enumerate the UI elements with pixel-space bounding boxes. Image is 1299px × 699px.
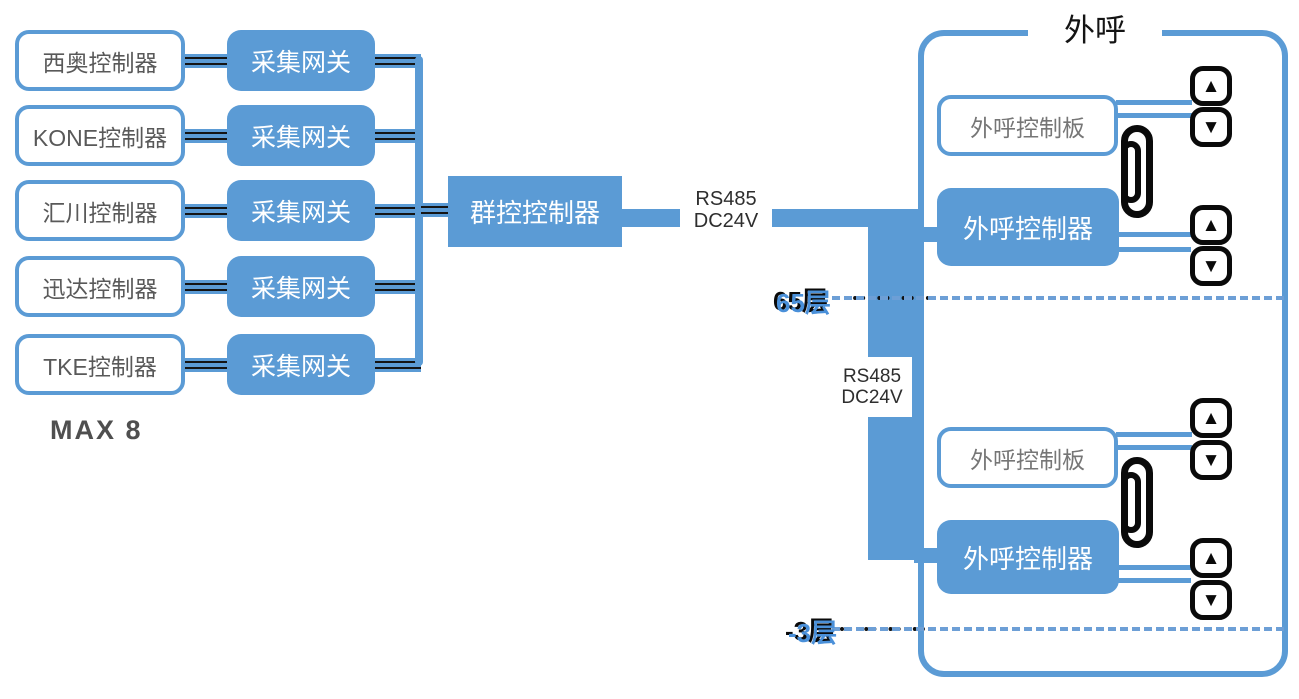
gateway-bus-line [415,56,423,366]
controller-label: 迅达控制器 [42,275,158,302]
wire-line [1116,445,1192,450]
cable [185,129,227,143]
gateway-label: 采集网关 [250,274,351,303]
link-bar [622,209,680,227]
gateway-node: 采集网关 [227,30,375,91]
gateway-label: 采集网关 [250,198,351,227]
cable [375,129,421,143]
down-arrow-button[interactable]: ▼ [1190,246,1232,286]
cable [375,358,421,372]
trunk-stub [914,227,940,242]
controller-label: TKE控制器 [43,353,157,380]
down-arrow-icon: ▼ [1201,116,1221,138]
group-controller-label: 群控控制器 [469,198,600,228]
floor-bottom-label: -3层 [788,618,838,648]
down-arrow-button[interactable]: ▼ [1190,580,1232,620]
up-arrow-icon: ▲ [1201,214,1221,236]
down-arrow-button[interactable]: ▼ [1190,107,1232,147]
cable [185,280,227,294]
wire-line [1117,247,1191,252]
cable [185,54,227,68]
call-board-node: 外呼控制板 [937,427,1118,488]
link-label: RS485 DC24V [680,188,772,232]
trunk-label: RS485 DC24V [832,357,912,417]
call-board-node: 外呼控制板 [937,95,1118,156]
wire-line [1116,432,1192,437]
max-count-label: MAX 8 [50,415,143,445]
cable [375,54,421,68]
gateway-node: 采集网关 [227,334,375,395]
trunk-stub [914,548,940,563]
up-arrow-button[interactable]: ▲ [1190,66,1232,106]
cable [375,280,421,294]
cable-loop-inner [1121,472,1141,533]
wire-line [1117,565,1191,570]
up-arrow-icon: ▲ [1201,407,1221,429]
floor-top-label: 65层 [776,288,831,318]
call-board-label: 外呼控制板 [970,114,1085,141]
link-label-line1: RS485 [695,188,757,210]
controller-label: 汇川控制器 [42,199,158,226]
controller-node: KONE控制器 [15,105,185,166]
controller-label: KONE控制器 [32,124,168,151]
controller-node: 迅达控制器 [15,256,185,317]
call-controller-label: 外呼控制器 [962,213,1093,244]
down-arrow-button[interactable]: ▼ [1190,440,1232,480]
controller-node: TKE控制器 [15,334,185,395]
floor-divider-top [832,296,1284,300]
floor-divider-bottom [832,627,1284,631]
gateway-label: 采集网关 [250,352,351,381]
gateway-label: 采集网关 [250,48,351,77]
gateway-node: 采集网关 [227,105,375,166]
wire-line [1116,113,1192,118]
gateway-node: 采集网关 [227,180,375,241]
gateway-label: 采集网关 [250,123,351,152]
trunk-label-line1: RS485 [842,366,902,387]
controller-node: 汇川控制器 [15,180,185,241]
up-arrow-icon: ▲ [1201,75,1221,97]
down-arrow-icon: ▼ [1201,589,1221,611]
down-arrow-icon: ▼ [1201,255,1221,277]
up-arrow-button[interactable]: ▲ [1190,398,1232,438]
call-controller-label: 外呼控制器 [962,543,1093,574]
wire-line [1116,100,1192,105]
up-arrow-button[interactable]: ▲ [1190,205,1232,245]
cable [185,358,227,372]
link-label-line2: DC24V [693,210,759,232]
group-controller-node: 群控控制器 [448,176,622,247]
up-arrow-button[interactable]: ▲ [1190,538,1232,578]
wire-line [1117,232,1191,237]
call-board-label: 外呼控制板 [970,446,1085,473]
cable [421,203,448,217]
controller-node: 西奥控制器 [15,30,185,91]
controller-label: 西奥控制器 [42,49,158,76]
cable [185,204,227,218]
outbound-title: 外呼 [1028,8,1162,48]
trunk-label-line2: DC24V [841,387,903,408]
call-controller-node: 外呼控制器 [937,520,1119,594]
call-controller-node: 外呼控制器 [937,188,1119,266]
link-bar [772,209,880,227]
gateway-node: 采集网关 [227,256,375,317]
up-arrow-icon: ▲ [1201,547,1221,569]
wire-line [1117,578,1191,583]
cable-loop-inner [1121,141,1141,203]
down-arrow-icon: ▼ [1201,449,1221,471]
cable [375,204,421,218]
